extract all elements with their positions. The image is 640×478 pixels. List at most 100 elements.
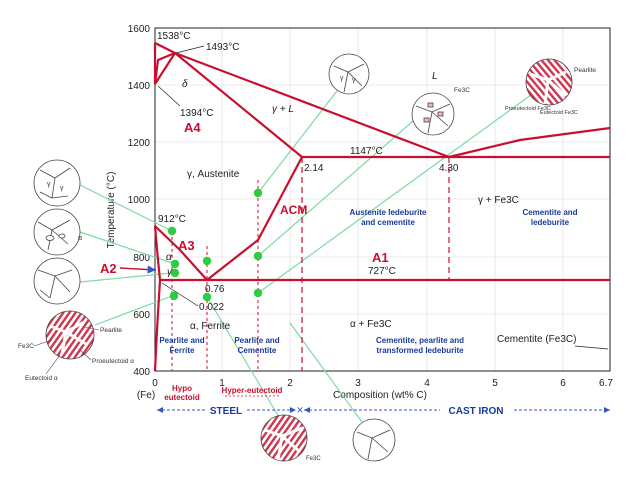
svg-text:Eutectoid Fe3C: Eutectoid Fe3C [540,110,578,116]
markers [167,188,263,302]
svg-text:Eutectoid α: Eutectoid α [25,375,58,382]
comp-0-76: 0.76 [205,284,225,295]
svg-text:γ: γ [352,77,356,84]
svg-text:γ: γ [60,185,64,192]
y-tick-label: 1000 [128,195,151,206]
micrograph-ferrite-bottom [352,418,396,462]
svg-text:Proeutectoid Fe3C: Proeutectoid Fe3C [505,106,551,112]
state-marker [202,256,212,266]
phase-boundaries [153,42,611,372]
svg-text:Pearlite: Pearlite [574,67,596,74]
dashed-lines [301,157,450,371]
micrograph-austenite-1: γ γ [33,159,81,207]
state-marker [167,226,177,236]
phase-alpha: α [166,252,172,263]
state-marker [253,251,263,261]
micrograph-pearlite-ferrite: Pearlite Fe3C Proeutectoid α Eutectoid α [18,310,134,382]
hyper-eutectoid-label: Hyper-eutectoid [222,386,283,395]
state-marker [169,291,179,301]
micrograph-pearlite-cementite: Pearlite Proeutectoid Fe3C Eutectoid Fe3… [505,58,596,116]
temp-1394: 1394°C [180,108,213,119]
y-tick-label: 1600 [128,24,151,35]
state-marker [253,188,263,198]
line-a2: A2 [100,261,117,276]
micrograph-austenite-alpha: α [33,208,82,256]
x-tick-label: 3 [355,378,361,389]
phase-alpha-fe3c: α + Fe3C [350,319,392,330]
svg-text:Fe3C: Fe3C [454,87,470,94]
x-tick-label: 2 [287,378,293,389]
phase-gamma-l: γ + L [272,104,294,115]
x-origin-label: (Fe) [137,390,155,401]
temperature-labels: 1538°C 1493°C 1394°C 1147°C 912°C 727°C [157,31,396,277]
micrograph-austenite-grains: γ γ [328,53,370,95]
micrograph-ferrite [33,257,81,305]
comp-0-022: 0.022 [199,302,224,313]
svg-text:Fe3C: Fe3C [18,343,34,350]
boundary-x: ✕ [296,405,304,415]
x-tick-label: 0 [152,378,158,389]
temp-912: 912°C [158,214,186,225]
temp-1538: 1538°C [157,31,190,42]
x-tick-label: 1 [219,378,225,389]
phase-delta: δ [182,79,188,90]
svg-text:γ: γ [47,181,51,188]
svg-text:γ: γ [340,75,344,82]
micrograph-hyper-eutectoid: Fe3C [260,414,321,462]
x-tick-label: 5 [492,378,498,389]
state-marker [253,288,263,298]
cast-iron-label: CAST IRON [449,406,504,417]
line-a3: A3 [178,238,195,253]
svg-text:Fe3C: Fe3C [306,456,321,462]
phase-alpha-ferrite: α, Ferrite [190,321,231,332]
x-axis: 0 1 2 3 4 5 6 6.7 (Fe) Composition (wt% … [137,378,614,401]
y-tick-label: 1400 [128,81,151,92]
y-tick-label: 600 [133,310,150,321]
critical-line-labels: A4 A3 A2 A1 ACM [100,120,389,276]
phase-labels: δ γ + L L γ, Austenite γ + Fe3C α γ α, F… [166,71,609,350]
line-a4: A4 [184,120,201,135]
y-axis-title: Temperature (°C) [106,172,117,249]
y-axis: 400 600 800 1000 1200 1400 1600 Temperat… [106,24,150,378]
x-tick-label: 4 [424,378,430,389]
state-marker [202,292,212,302]
phase-gamma: γ [167,267,173,278]
temp-1493: 1493°C [206,42,239,53]
y-tick-label: 400 [133,367,150,378]
y-tick-label: 800 [133,253,150,264]
phase-liquid: L [432,71,438,82]
temp-1147: 1147°C [350,146,383,157]
line-a1: A1 [372,250,389,265]
line-acm: ACM [280,203,307,217]
svg-text:Proeutectoid α: Proeutectoid α [92,358,134,365]
micrographs: γ γ α Pearlite Fe3C Proeutectoid α Eutec… [18,53,596,462]
phase-gamma-fe3c: γ + Fe3C [478,195,519,206]
svg-text:α: α [78,235,82,242]
phase-austenite: γ, Austenite [187,169,240,180]
comp-4-30: 4.30 [439,163,459,174]
state-marker [170,259,180,269]
dotted-lines [171,180,259,371]
phase-cementite: Cementite (Fe3C) [497,334,576,345]
composition-labels: 2.14 4.30 0.76 0.022 [161,163,459,313]
temp-727: 727°C [368,266,396,277]
x-axis-title: Composition (wt% C) [333,390,427,401]
x-tick-label: 6 [560,378,566,389]
svg-text:Pearlite: Pearlite [100,327,122,334]
micrograph-liquid-fe3c: Fe3C [411,87,470,136]
x-tick-label: 6.7 [599,378,613,389]
y-tick-label: 1200 [128,138,151,149]
steel-label: STEEL [210,406,242,417]
comp-2-14: 2.14 [304,163,324,174]
plot-frame [154,27,611,372]
